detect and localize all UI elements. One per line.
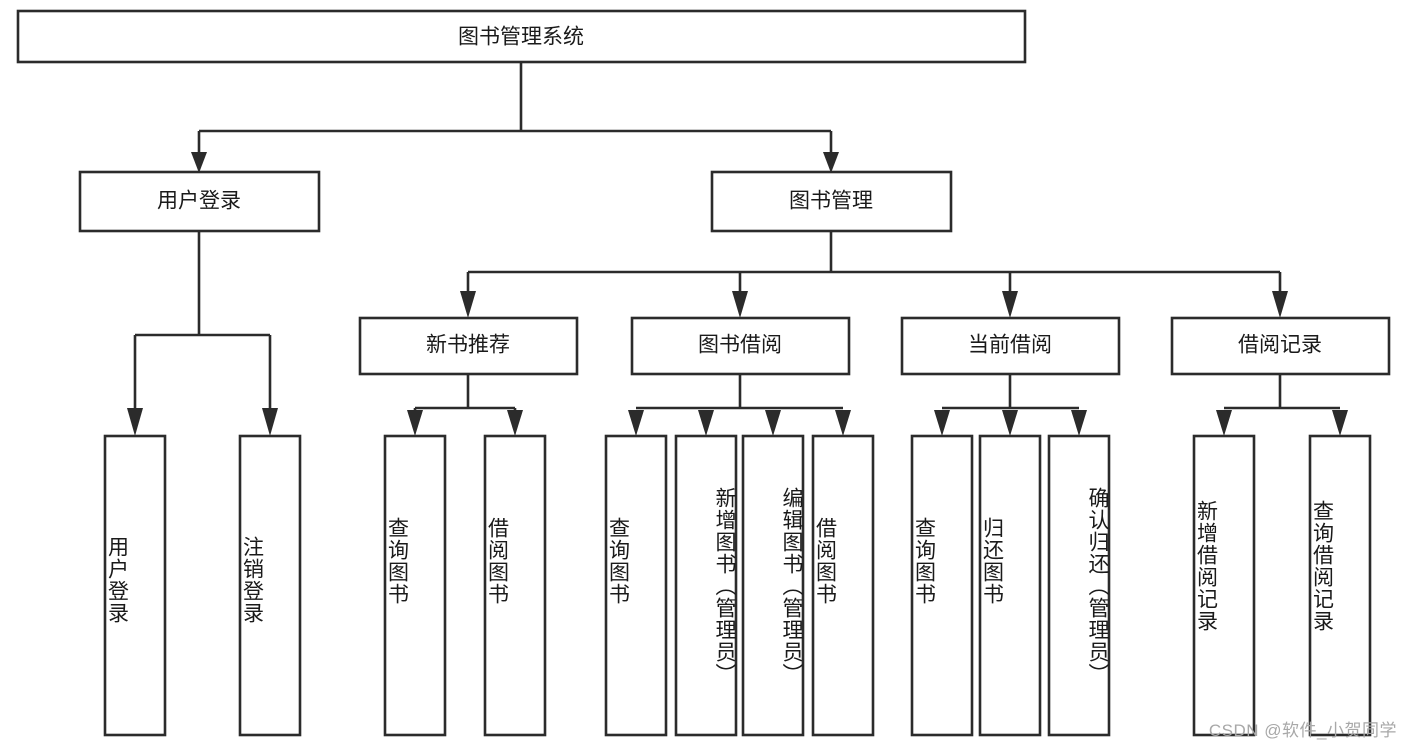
node-book-borrow[interactable]: 图书借阅: [630, 316, 851, 376]
node-root[interactable]: 图书管理系统: [16, 9, 1027, 64]
node-layer: 图书管理系统 用户登录 图书管理 新书推荐 图书借阅: [16, 9, 1391, 737]
node-book-manage[interactable]: 图书管理: [710, 170, 953, 233]
node-leaf-05-box[interactable]: [604, 434, 668, 737]
node-leaf-10-box[interactable]: [978, 434, 1042, 737]
node-user-login[interactable]: 用户登录: [78, 170, 321, 233]
arrow-head-leaf-04: [507, 410, 523, 436]
arrow-head-leaf-11: [1071, 410, 1087, 436]
node-leaf-03-box[interactable]: [383, 434, 447, 737]
node-root-label: 图书管理系统: [458, 26, 584, 49]
node-borrow-record-box[interactable]: [1170, 316, 1391, 376]
node-book-manage-label: 图书管理: [789, 190, 873, 213]
arrow-head-leaf-02: [262, 408, 278, 436]
node-leaf-09-box[interactable]: [910, 434, 974, 737]
node-book-borrow-box[interactable]: [630, 316, 851, 376]
node-book-borrow-label: 图书借阅: [698, 334, 782, 357]
node-new-book-rec[interactable]: 新书推荐: [358, 316, 579, 376]
node-leaf-06-box[interactable]: [674, 434, 738, 737]
arrow-head-leaf-12: [1216, 410, 1232, 436]
node-root-box[interactable]: [16, 9, 1027, 64]
node-borrow-record-label: 借阅记录: [1238, 334, 1322, 357]
node-current-borrow-label: 当前借阅: [968, 334, 1052, 357]
node-leaf-11-box[interactable]: [1047, 434, 1111, 737]
node-leaf-07-box[interactable]: [741, 434, 805, 737]
node-user-login-label: 用户登录: [157, 190, 241, 213]
arrow-head-borrow-record: [1272, 291, 1288, 318]
node-leaf-01-box[interactable]: [103, 434, 167, 737]
arrow-head-leaf-03: [407, 410, 423, 436]
node-current-borrow[interactable]: 当前借阅: [900, 316, 1121, 376]
node-leaf-08-box[interactable]: [811, 434, 875, 737]
arrow-head-leaf-09: [934, 410, 950, 436]
arrow-head-leaf-01: [127, 408, 143, 436]
connector-layer: [127, 62, 1348, 436]
node-leaf-13-box[interactable]: [1308, 434, 1372, 737]
arrow-head-leaf-13: [1332, 410, 1348, 436]
arrow-head-leaf-05: [628, 410, 644, 436]
arrow-head-leaf-10: [1002, 410, 1018, 436]
arrow-head-new-book-rec: [460, 291, 476, 318]
node-user-login-box[interactable]: [78, 170, 321, 233]
arrow-head-current-borrow: [1002, 291, 1018, 318]
node-new-book-rec-box[interactable]: [358, 316, 579, 376]
arrow-head-book-borrow: [732, 291, 748, 318]
node-book-manage-box[interactable]: [710, 170, 953, 233]
node-leaf-04-box[interactable]: [483, 434, 547, 737]
arrow-head-leaf-06: [698, 410, 714, 436]
node-borrow-record[interactable]: 借阅记录: [1170, 316, 1391, 376]
arrow-head-book-manage: [823, 152, 839, 173]
node-leaf-02-box[interactable]: [238, 434, 302, 737]
node-current-borrow-box[interactable]: [900, 316, 1121, 376]
arrow-head-user-login: [191, 152, 207, 173]
node-leaf-12-box[interactable]: [1192, 434, 1256, 737]
node-new-book-rec-label: 新书推荐: [426, 334, 510, 357]
arrow-head-leaf-08: [835, 410, 851, 436]
arrow-head-leaf-07: [765, 410, 781, 436]
